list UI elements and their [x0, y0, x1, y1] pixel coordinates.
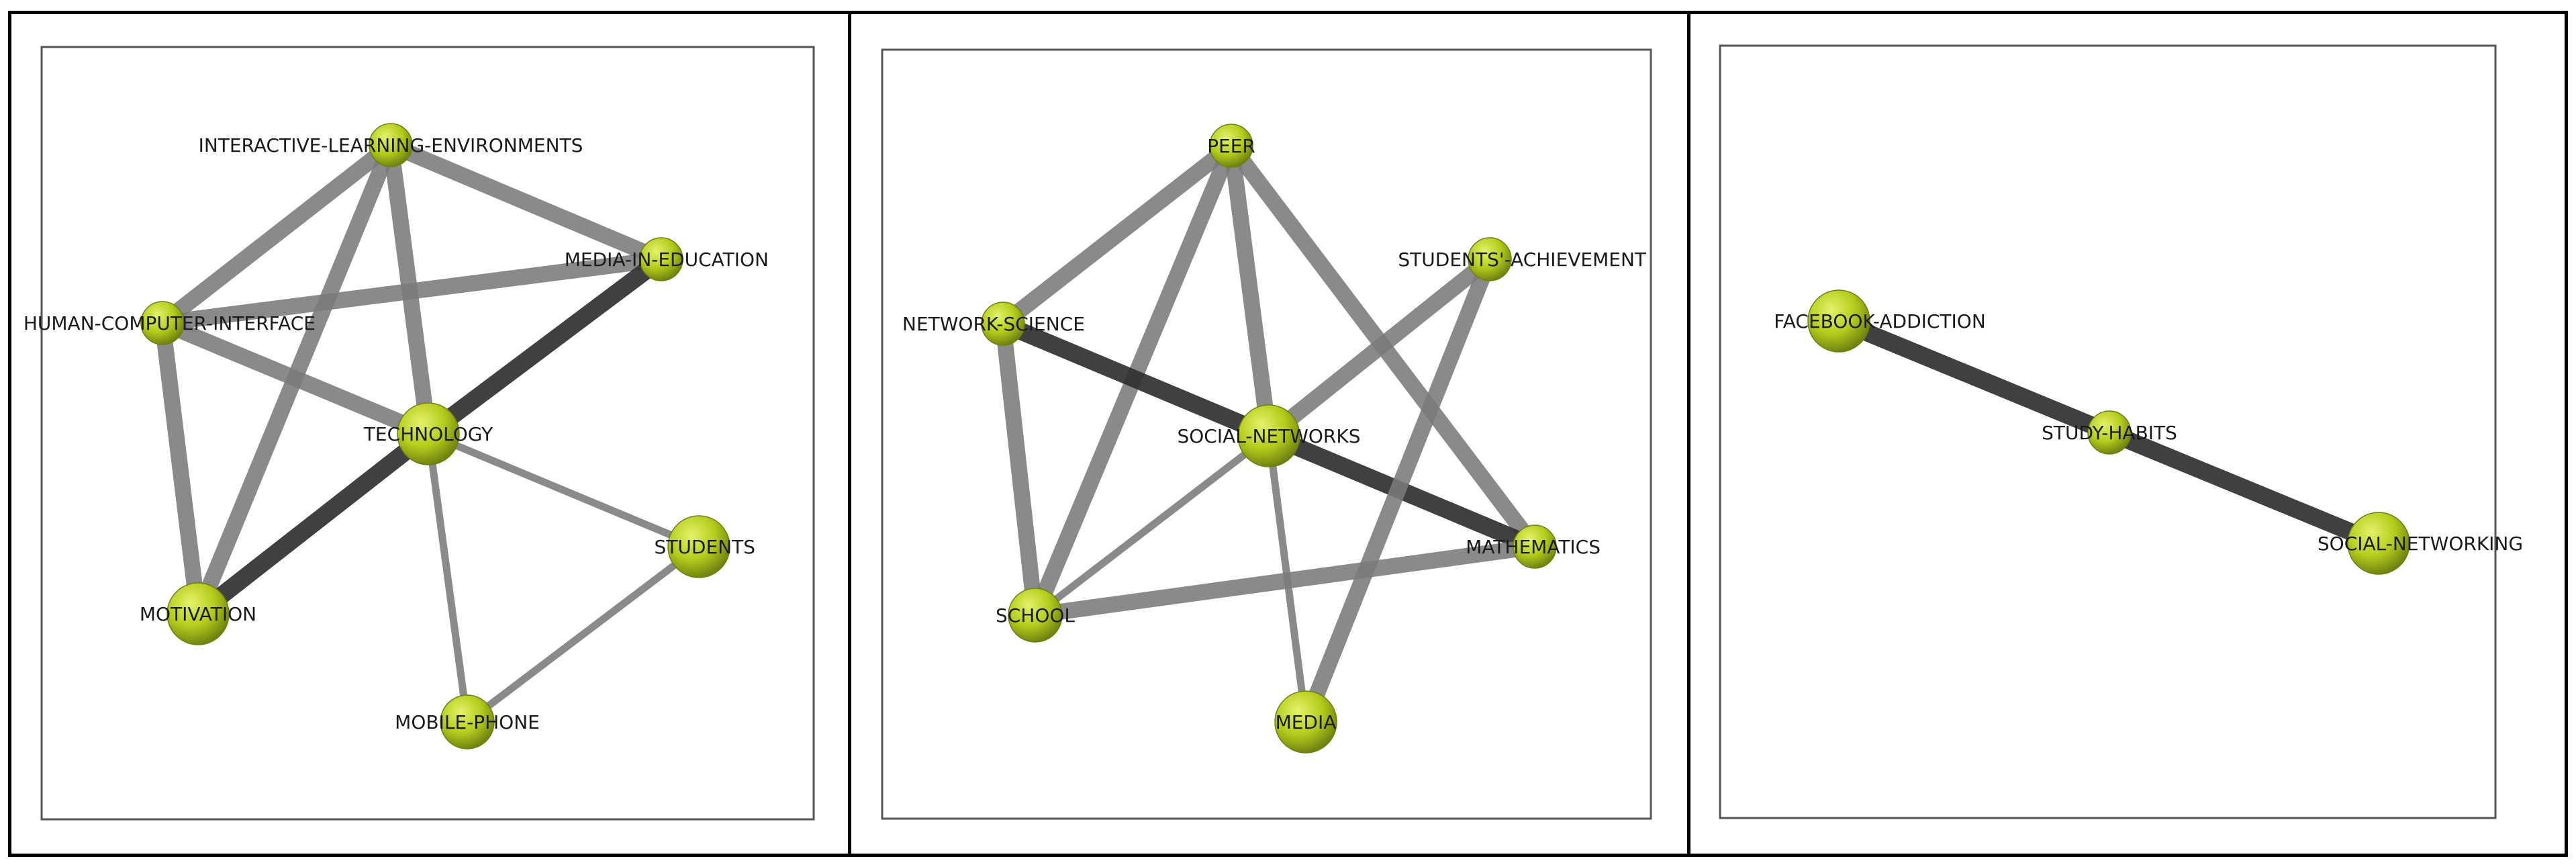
edge-layer: [1835, 312, 2382, 552]
edge-sa-media: [1298, 256, 1498, 725]
network-panel-1: INTERACTIVE-LEARNING-ENVIRONMENTS MEDIA-I…: [23, 46, 815, 821]
edge-peer-ns: [998, 139, 1237, 330]
node-label-sa: STUDENTS'-ACHIEVEMENT: [1398, 248, 1646, 271]
label-layer: INTERACTIVE-LEARNING-ENVIRONMENTS MEDIA-I…: [23, 134, 769, 733]
node-label-school: SCHOOL: [996, 604, 1075, 627]
node-hci[interactable]: [140, 301, 185, 345]
node-label-sh: STUDY-HABITS: [2042, 422, 2177, 444]
node-layer: [140, 123, 730, 749]
node-label-math: MATHEMATICS: [1466, 536, 1601, 558]
node-stud[interactable]: [667, 515, 730, 578]
node-fa[interactable]: [1807, 289, 1870, 353]
edge-fa-sh: [1835, 312, 2113, 441]
edge-peer-sn: [1223, 144, 1277, 437]
edge-tech-stud: [426, 430, 701, 551]
node-label-ns: NETWORK-SCIENCE: [902, 313, 1085, 335]
node-sn[interactable]: [1237, 404, 1300, 467]
node-label-mot: MOTIVATION: [140, 603, 256, 625]
edge-tech-mot: [192, 426, 434, 621]
node-sh[interactable]: [2087, 410, 2132, 455]
node-ile[interactable]: [369, 123, 413, 167]
node-media[interactable]: [1274, 690, 1337, 754]
edge-layer: [995, 139, 1541, 725]
label-layer: PEER STUDENTS'-ACHIEVEMENT NETWORK-SCIENCE…: [902, 135, 1647, 733]
node-peer[interactable]: [1209, 124, 1253, 168]
panel-divider-2: [1687, 11, 1690, 857]
edge-ile-hci: [157, 138, 396, 330]
edge-hci-mie: [161, 251, 663, 331]
network-panel-3: FACEBOOK-ADDICTION STUDY-HABITS SOCIAL-NET…: [1719, 44, 2523, 819]
node-tech[interactable]: [397, 402, 460, 465]
label-layer: FACEBOOK-ADDICTION STUDY-HABITS SOCIAL-NET…: [1774, 310, 2523, 555]
node-label-stud: STUDENTS: [655, 536, 755, 558]
node-layer: [1807, 289, 2410, 575]
node-label-mob: MOBILE-PHONE: [395, 711, 540, 733]
edge-sh-snw: [2106, 424, 2382, 552]
edge-hci-tech: [159, 315, 432, 442]
node-snw[interactable]: [2347, 512, 2410, 575]
node-ns[interactable]: [981, 302, 1025, 346]
node-label-mie: MEDIA-IN-EDUCATION: [565, 248, 769, 271]
node-layer: [981, 124, 1557, 754]
edge-tech-mob: [424, 433, 471, 723]
node-label-tech: TECHNOLOGY: [363, 423, 493, 445]
edge-hci-mot: [154, 322, 206, 615]
node-mot[interactable]: [166, 582, 230, 645]
node-mie[interactable]: [639, 237, 683, 281]
edge-layer: [154, 137, 702, 725]
edge-ns-school: [995, 322, 1043, 617]
node-school[interactable]: [1008, 588, 1063, 643]
figure-frame: [8, 11, 2568, 857]
edge-sn-school: [1033, 432, 1272, 619]
edge-stud-mob: [465, 543, 702, 725]
node-sa[interactable]: [1468, 237, 1512, 281]
node-label-hci: HUMAN-COMPUTER-INTERFACE: [23, 312, 316, 334]
node-label-ile: INTERACTIVE-LEARNING-ENVIRONMENTS: [199, 134, 583, 156]
panel-divider-1: [848, 11, 851, 857]
edge-school-math: [1034, 539, 1536, 623]
edge-sa-sn: [1263, 253, 1495, 443]
node-mob[interactable]: [440, 694, 495, 749]
node-label-fa: FACEBOOK-ADDICTION: [1774, 310, 1986, 332]
node-math[interactable]: [1513, 525, 1557, 569]
node-label-media: MEDIA: [1276, 711, 1337, 733]
edge-tech-mie: [423, 252, 667, 441]
edge-ile-mie: [387, 137, 665, 267]
network-panel-2: PEER STUDENTS'-ACHIEVEMENT NETWORK-SCIENCE…: [881, 48, 1652, 820]
node-label-peer: PEER: [1207, 135, 1255, 157]
node-label-sn: SOCIAL-NETWORKS: [1177, 425, 1360, 447]
node-label-snw: SOCIAL-NETWORKING: [2318, 533, 2523, 555]
